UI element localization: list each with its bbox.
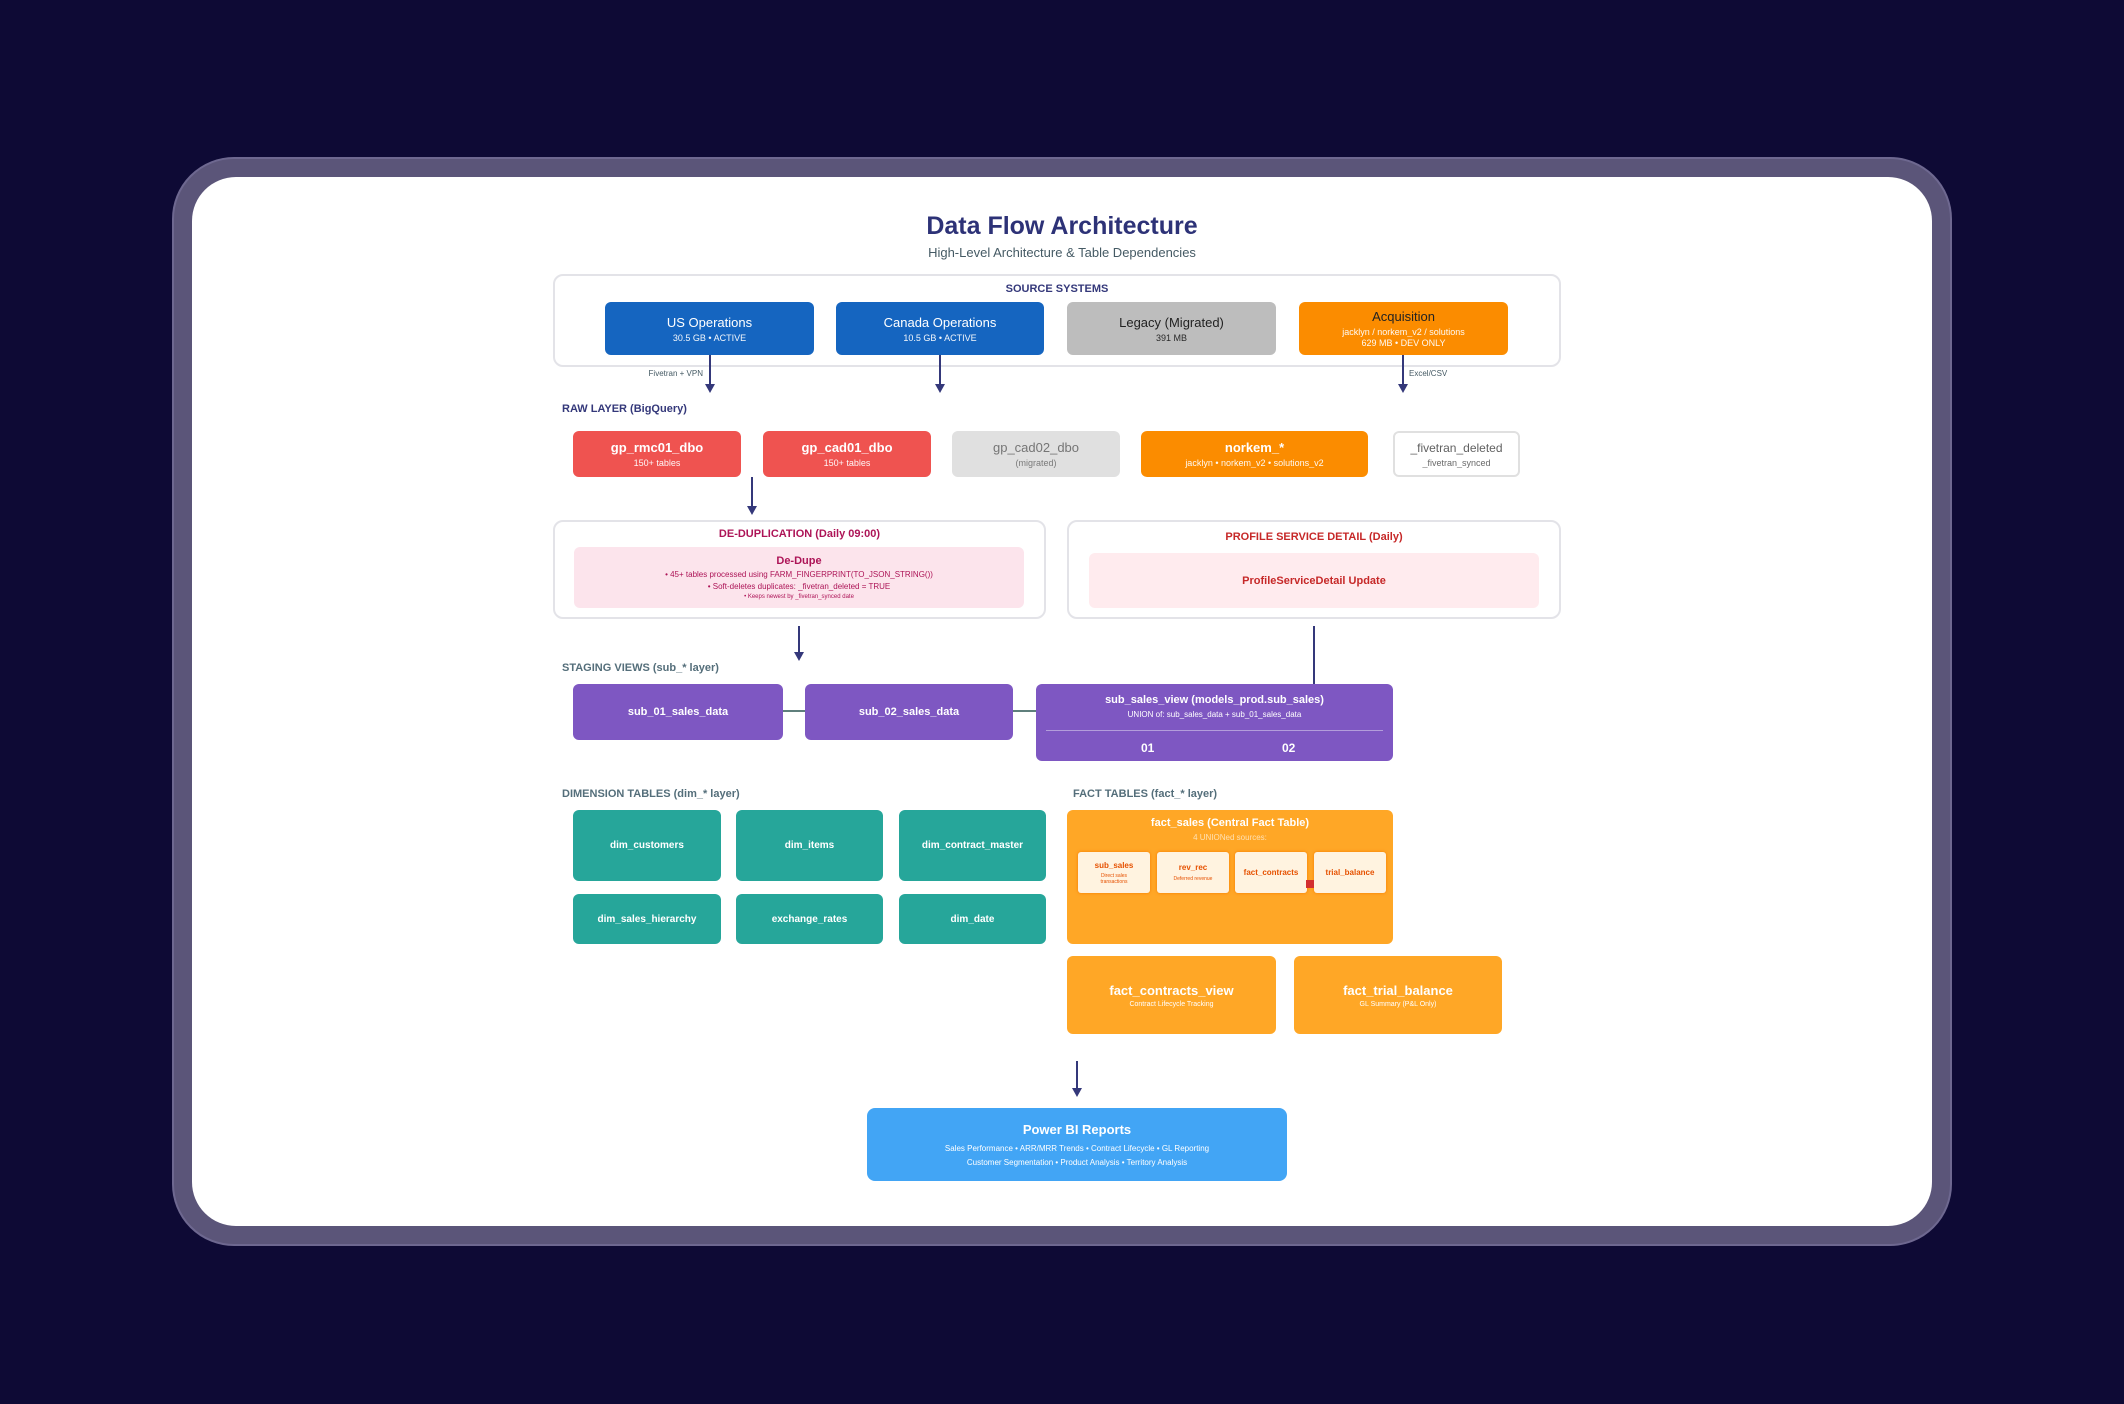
powerbi-line: Customer Segmentation • Product Analysis… bbox=[966, 1158, 1188, 1167]
dedupe-process[interactable]: De-Dupe • 45+ tables processed using FAR… bbox=[574, 547, 1024, 608]
view-divider bbox=[1046, 730, 1383, 731]
edge-line bbox=[1076, 1061, 1078, 1089]
source-systems-group bbox=[553, 274, 1561, 367]
dedupe-group bbox=[553, 520, 1046, 619]
fact-source-fact-contracts[interactable]: fact_contracts bbox=[1235, 852, 1307, 893]
page-subtitle: High-Level Architecture & Table Dependen… bbox=[928, 245, 1196, 260]
edge-label-fivetran: Fivetran + VPN bbox=[648, 369, 703, 378]
source-name: Acquisition bbox=[1372, 309, 1435, 324]
edge-line bbox=[939, 355, 941, 385]
fact-sales-title: fact_sales (Central Fact Table) bbox=[1150, 817, 1310, 829]
source-canada-operations[interactable]: Canada Operations 10.5 GB • ACTIVE bbox=[836, 302, 1044, 355]
raw-detail: _fivetran_synced bbox=[1422, 457, 1491, 468]
staging-label: STAGING VIEWS (sub_* layer) bbox=[562, 662, 719, 674]
raw-gp-cad01[interactable]: gp_cad01_dbo 150+ tables bbox=[763, 431, 931, 477]
source-systems-label: SOURCE SYSTEMS bbox=[1005, 283, 1109, 295]
dim-items[interactable]: dim_items bbox=[736, 810, 883, 881]
arrow-down-icon bbox=[1398, 384, 1408, 393]
staging-sub01[interactable]: sub_01_sales_data bbox=[573, 684, 783, 740]
source-detail: jacklyn / norkem_v2 / solutions bbox=[1342, 327, 1465, 337]
profile-label: PROFILE SERVICE DETAIL (Daily) bbox=[1225, 531, 1403, 543]
raw-gp-cad02[interactable]: gp_cad02_dbo (migrated) bbox=[952, 431, 1120, 477]
dedupe-line: • Soft-deletes duplicates: _fivetran_del… bbox=[707, 582, 891, 591]
edge-line bbox=[751, 477, 753, 507]
fact-trial-balance[interactable]: fact_trial_balance GL Summary (P&L Only) bbox=[1294, 956, 1502, 1034]
source-name: US Operations bbox=[666, 314, 753, 330]
fact-source-name: sub_sales bbox=[1094, 860, 1134, 870]
arrow-down-icon bbox=[1072, 1088, 1082, 1097]
dedupe-title: De-Dupe bbox=[776, 555, 822, 567]
arrow-down-icon bbox=[935, 384, 945, 393]
source-name: Canada Operations bbox=[883, 314, 997, 330]
arrow-down-icon bbox=[794, 652, 804, 661]
dim-contract-master[interactable]: dim_contract_master bbox=[899, 810, 1046, 881]
raw-gp-rmc01[interactable]: gp_rmc01_dbo 150+ tables bbox=[573, 431, 741, 477]
source-name: Legacy (Migrated) bbox=[1119, 314, 1224, 330]
raw-detail: 150+ tables bbox=[823, 458, 871, 468]
connector-marker bbox=[1306, 880, 1314, 888]
raw-name: gp_rmc01_dbo bbox=[610, 440, 704, 455]
powerbi-title: Power BI Reports bbox=[1022, 1122, 1132, 1137]
raw-fivetran-deleted[interactable]: _fivetran_deleted _fivetran_synced bbox=[1393, 431, 1520, 477]
edge-label-excel: Excel/CSV bbox=[1409, 369, 1448, 378]
arrow-down-icon bbox=[705, 384, 715, 393]
fact-source-name: rev_rec bbox=[1178, 863, 1208, 872]
facts-label: FACT TABLES (fact_* layer) bbox=[1073, 788, 1218, 800]
staging-sub-sales-view[interactable]: sub_sales_view (models_prod.sub_sales) U… bbox=[1036, 684, 1393, 761]
source-us-operations[interactable]: US Operations 30.5 GB • ACTIVE bbox=[605, 302, 814, 355]
fact-source-name: fact_contracts bbox=[1243, 868, 1299, 877]
raw-detail: jacklyn • norkem_v2 • solutions_v2 bbox=[1185, 458, 1324, 468]
fact-name: fact_contracts_view bbox=[1109, 982, 1234, 998]
dedupe-line: • 45+ tables processed using FARM_FINGER… bbox=[665, 570, 933, 579]
source-detail: 30.5 GB • ACTIVE bbox=[672, 332, 747, 343]
source-legacy[interactable]: Legacy (Migrated) 391 MB bbox=[1067, 302, 1276, 355]
dim-sales-hierarchy[interactable]: dim_sales_hierarchy bbox=[573, 894, 721, 944]
fact-name: fact_trial_balance bbox=[1343, 982, 1453, 998]
view-part: 02 bbox=[1282, 741, 1296, 755]
raw-name: _fivetran_deleted bbox=[1410, 440, 1503, 455]
fact-source-detail: Deferred revenue bbox=[1173, 876, 1213, 882]
view-part: 01 bbox=[1141, 741, 1155, 755]
raw-name: gp_cad02_dbo bbox=[992, 440, 1080, 455]
page-title: Data Flow Architecture bbox=[926, 212, 1198, 240]
dim-customers[interactable]: dim_customers bbox=[573, 810, 721, 881]
dim-date[interactable]: dim_date bbox=[899, 894, 1046, 944]
edge-line bbox=[1313, 626, 1315, 684]
edge-line bbox=[1402, 355, 1404, 385]
arrow-down-icon bbox=[747, 506, 757, 515]
fact-sales-detail: 4 UNIONed sources: bbox=[1193, 833, 1267, 842]
fact-source-trial-balance[interactable]: trial_balance bbox=[1314, 852, 1386, 893]
powerbi-line: Sales Performance • ARR/MRR Trends • Con… bbox=[944, 1144, 1210, 1153]
raw-name: gp_cad01_dbo bbox=[801, 440, 893, 455]
profile-group bbox=[1067, 520, 1561, 619]
source-detail: 629 MB • DEV ONLY bbox=[1361, 338, 1446, 348]
dims-label: DIMENSION TABLES (dim_* layer) bbox=[562, 788, 740, 800]
profile-process[interactable]: ProfileServiceDetail Update bbox=[1089, 553, 1539, 608]
fact-source-name: trial_balance bbox=[1325, 868, 1375, 877]
raw-norkem[interactable]: norkem_*jacklyn • norkem_v2 • solutions_… bbox=[1141, 431, 1368, 477]
source-detail: 10.5 GB • ACTIVE bbox=[903, 332, 977, 343]
source-acquisition[interactable]: Acquisition jacklyn / norkem_v2 / solutio… bbox=[1299, 302, 1508, 355]
source-detail: 391 MB bbox=[1155, 332, 1188, 343]
fact-detail: GL Summary (P&L Only) bbox=[1359, 1000, 1437, 1008]
raw-layer-label: RAW LAYER (BigQuery) bbox=[562, 403, 687, 415]
edge-line bbox=[798, 626, 800, 653]
power-bi-reports[interactable]: Power BI Reports Sales Performance • ARR… bbox=[867, 1108, 1287, 1181]
raw-name: norkem_* bbox=[1224, 440, 1285, 455]
raw-detail: 150+ tables bbox=[633, 458, 681, 468]
edge-line bbox=[709, 355, 711, 385]
dedupe-label: DE-DUPLICATION (Daily 09:00) bbox=[718, 528, 881, 540]
dim-exchange-rates[interactable]: exchange_rates bbox=[736, 894, 883, 944]
fact-detail: Contract Lifecycle Tracking bbox=[1129, 1000, 1214, 1008]
fact-source-detail: Direct sales transactions bbox=[1100, 872, 1128, 885]
view-detail: UNION of: sub_sales_data + sub_01_sales_… bbox=[1127, 710, 1302, 719]
staging-sub02[interactable]: sub_02_sales_data bbox=[805, 684, 1013, 740]
raw-detail: (migrated) bbox=[1015, 458, 1057, 468]
view-name: sub_sales_view (models_prod.sub_sales) bbox=[1105, 694, 1324, 706]
dedupe-line: • Keeps newest by _fivetran_synced date bbox=[744, 594, 854, 600]
